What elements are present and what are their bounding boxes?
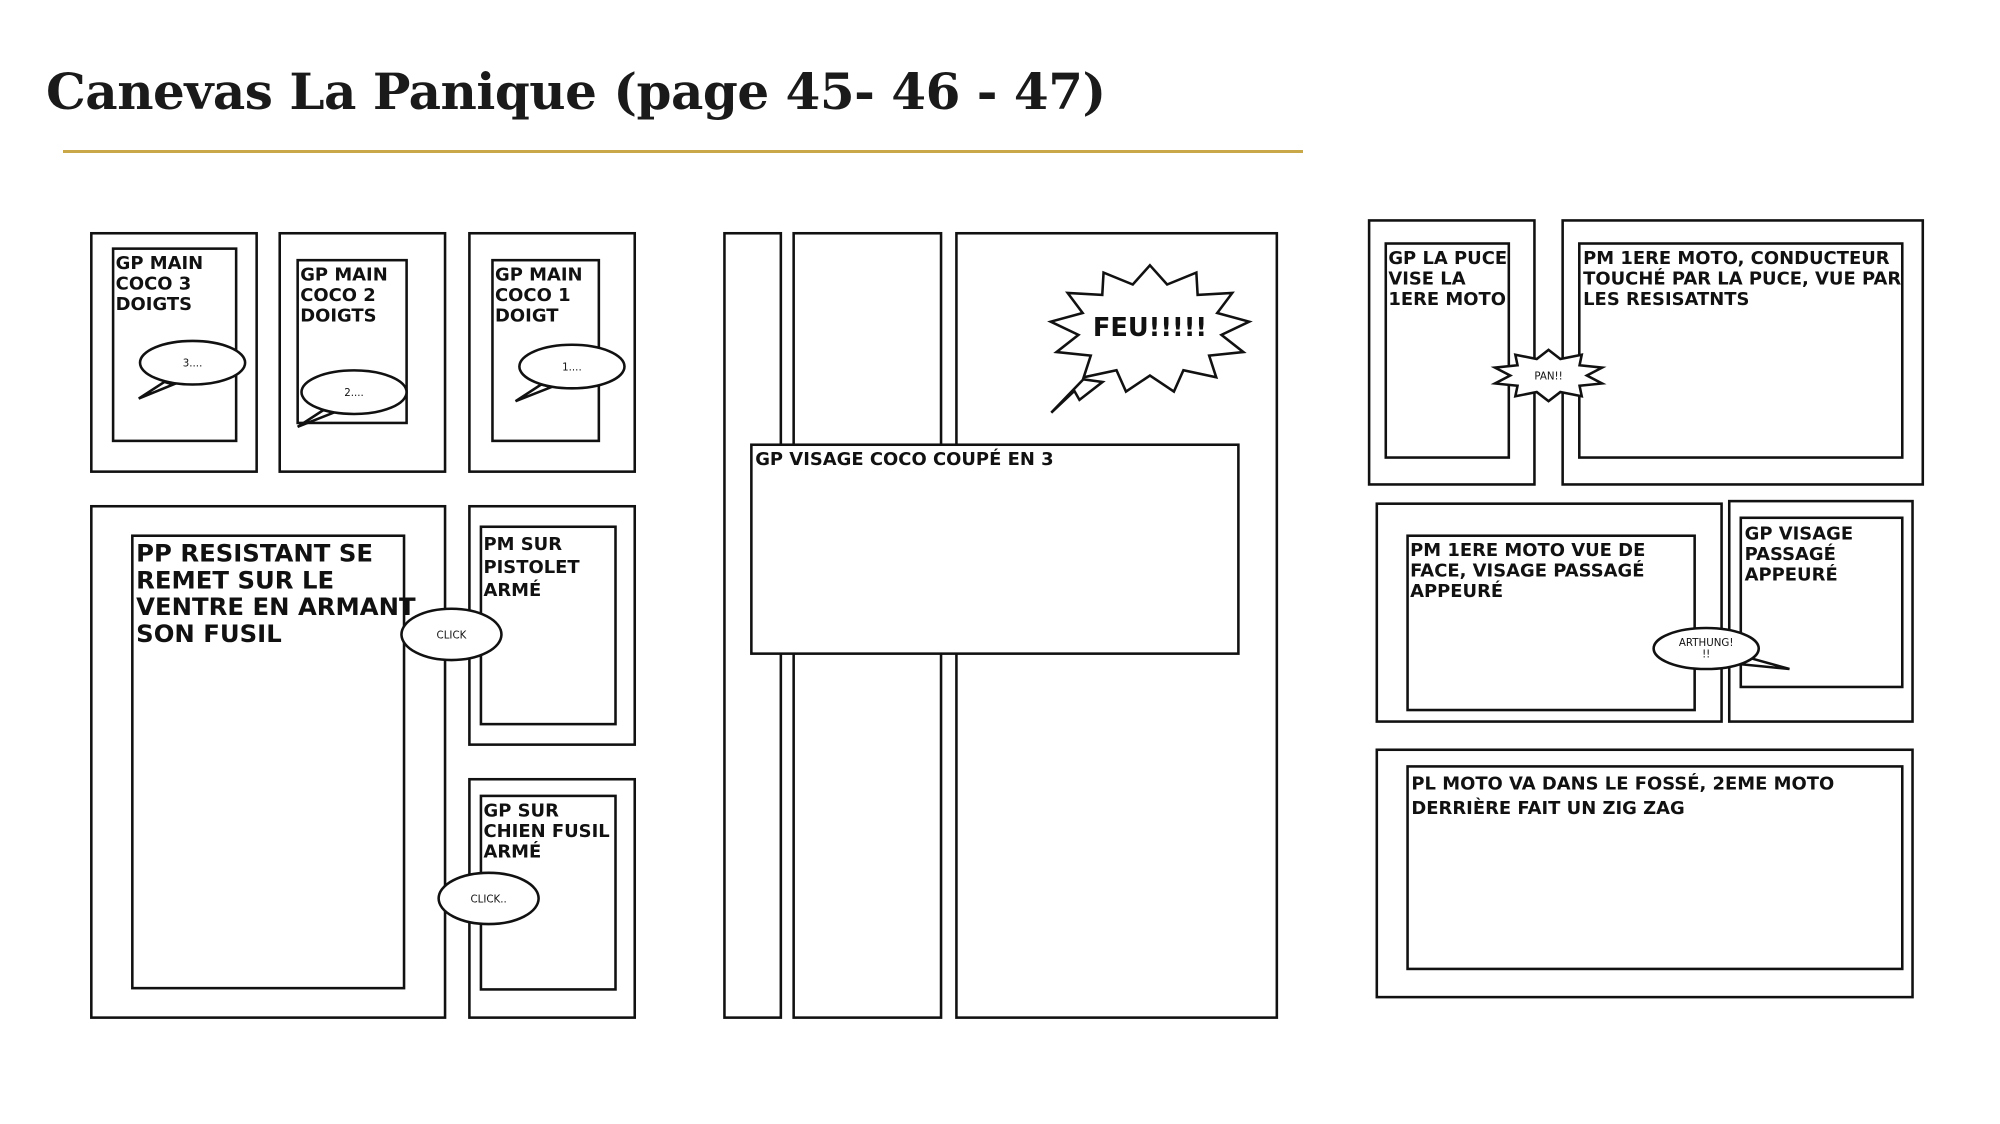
svg-text:PAN!!: PAN!! (1534, 370, 1562, 382)
svg-text:ARTHUNG!!!: ARTHUNG!!! (1679, 637, 1734, 661)
burst-feu: FEU!!!!! (1047, 263, 1253, 414)
svg-text:2....: 2.... (344, 387, 364, 399)
speech-bubble: 1.... (514, 343, 626, 403)
burst-pan: PAN!! (1490, 348, 1607, 403)
svg-text:3....: 3.... (183, 358, 203, 370)
page-title: Canevas La Panique (page 45- 46 - 47) (46, 62, 1106, 121)
svg-text:1....: 1.... (562, 361, 582, 373)
page-46: FEU!!!!! GP VISAGE COCO COUPÉ EN 3 (723, 231, 1279, 1019)
title-underline (63, 150, 1303, 153)
svg-text:GP VISAGE COCO COUPÉ EN 3: GP VISAGE COCO COUPÉ EN 3 (755, 448, 1053, 470)
panel-visage-coco: GP VISAGE COCO COUPÉ EN 3 (750, 443, 1240, 655)
sound-click-2: CLICK.. (437, 871, 540, 926)
speech-bubble-arthung: ARTHUNG!!! (1652, 626, 1790, 671)
svg-text:FEU!!!!!: FEU!!!!! (1093, 313, 1207, 343)
speech-bubble: 2.... (296, 369, 408, 428)
speech-bubble: 3.... (138, 339, 247, 400)
svg-text:CLICK: CLICK (437, 629, 467, 641)
svg-text:PL MOTO VA DANS LE FOSSÉ, 2EME: PL MOTO VA DANS LE FOSSÉ, 2EME MOTODERRI… (1411, 772, 1834, 818)
svg-text:CLICK..: CLICK.. (470, 893, 506, 905)
sound-click: CLICK (400, 607, 503, 662)
